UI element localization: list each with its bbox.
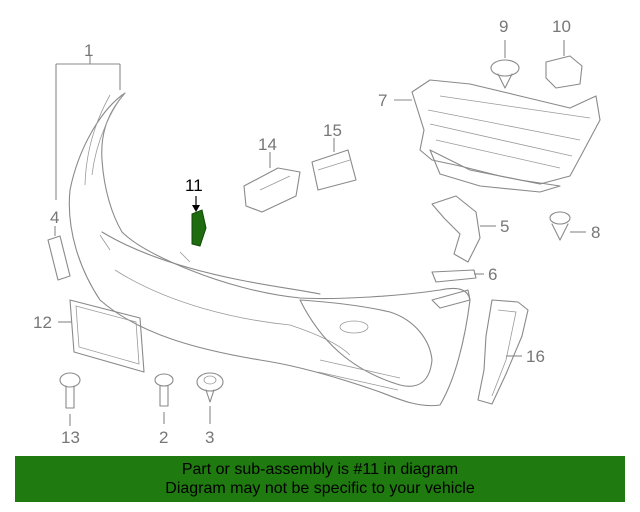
callout-10: 10 <box>552 17 571 36</box>
part-1-leaders <box>55 56 121 200</box>
callout-14: 14 <box>258 135 277 154</box>
part-3-nut <box>196 372 224 424</box>
part-5-bracket <box>431 195 496 263</box>
callout-6: 6 <box>488 265 497 284</box>
callout-12: 12 <box>33 313 52 332</box>
callout-3: 3 <box>205 428 214 447</box>
parts-diagram: 1 2 3 4 5 6 7 8 9 10 11 12 13 14 15 16 <box>33 17 601 447</box>
info-banner: Part or sub-assembly is #11 in diagram D… <box>15 456 625 502</box>
part-6-bracket <box>431 269 484 283</box>
part-8-push-clip <box>549 211 586 241</box>
callout-15: 15 <box>323 121 342 140</box>
part-14-bracket <box>243 152 301 213</box>
callout-16: 16 <box>526 347 545 366</box>
callout-8: 8 <box>591 223 600 242</box>
callout-2: 2 <box>159 428 168 447</box>
callout-7: 7 <box>378 91 387 110</box>
part-13-screw <box>59 372 81 426</box>
bumper-cover-part <box>68 92 471 407</box>
callout-1: 1 <box>84 41 93 60</box>
callout-11: 11 <box>185 176 203 195</box>
callout-13: 13 <box>61 428 80 447</box>
callout-9: 9 <box>499 17 508 36</box>
part-9-clip <box>490 40 520 89</box>
part-16-trim-strip <box>477 299 529 405</box>
part-10-retainer <box>545 40 583 89</box>
callout-4: 4 <box>50 208 59 227</box>
part-11-bracket-highlighted <box>191 196 207 247</box>
part-7-bumper-carrier <box>394 79 601 193</box>
part-15-bracket <box>311 138 357 191</box>
part-4-side-marker <box>47 226 71 281</box>
part-12-license-plate-bracket <box>58 299 145 373</box>
callout-5: 5 <box>500 217 509 236</box>
banner-line-1: Part or sub-assembly is #11 in diagram <box>181 461 459 478</box>
part-2-screw <box>154 373 174 424</box>
banner-line-2: Diagram may not be specific to your vehi… <box>165 480 475 497</box>
